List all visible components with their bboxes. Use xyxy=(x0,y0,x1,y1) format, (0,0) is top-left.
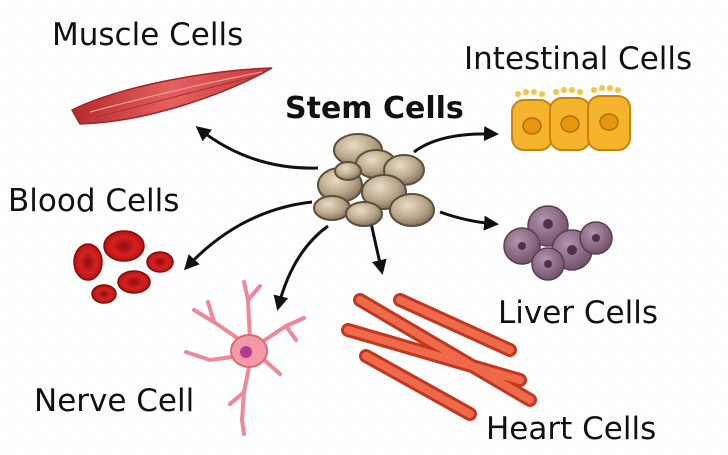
arrow-to-liver xyxy=(439,210,499,231)
heart-cells-illustration xyxy=(341,293,537,421)
arrows xyxy=(183,126,499,311)
arrow-to-nerve xyxy=(273,224,329,311)
blood-cells-illustration xyxy=(73,230,174,304)
arrow-to-blood xyxy=(183,200,313,271)
arrow-to-intestinal xyxy=(413,126,499,154)
intestinal-cells-illustration xyxy=(511,85,631,151)
nerve-cell-illustration xyxy=(184,280,306,436)
label-muscle-cells: Muscle Cells xyxy=(52,17,244,53)
label-heart-cells: Heart Cells xyxy=(486,411,657,447)
label-nerve-cell: Nerve Cell xyxy=(34,383,195,419)
label-stem-cells: Stem Cells xyxy=(285,91,464,126)
stem-cells-illustration xyxy=(313,133,435,227)
label-intestinal-cells: Intestinal Cells xyxy=(464,41,693,77)
label-liver-cells: Liver Cells xyxy=(498,295,658,331)
arrow-to-muscle xyxy=(195,126,319,170)
arrow-to-heart xyxy=(368,217,387,275)
muscle-cell-illustration xyxy=(70,67,273,125)
label-blood-cells: Blood Cells xyxy=(8,183,180,219)
